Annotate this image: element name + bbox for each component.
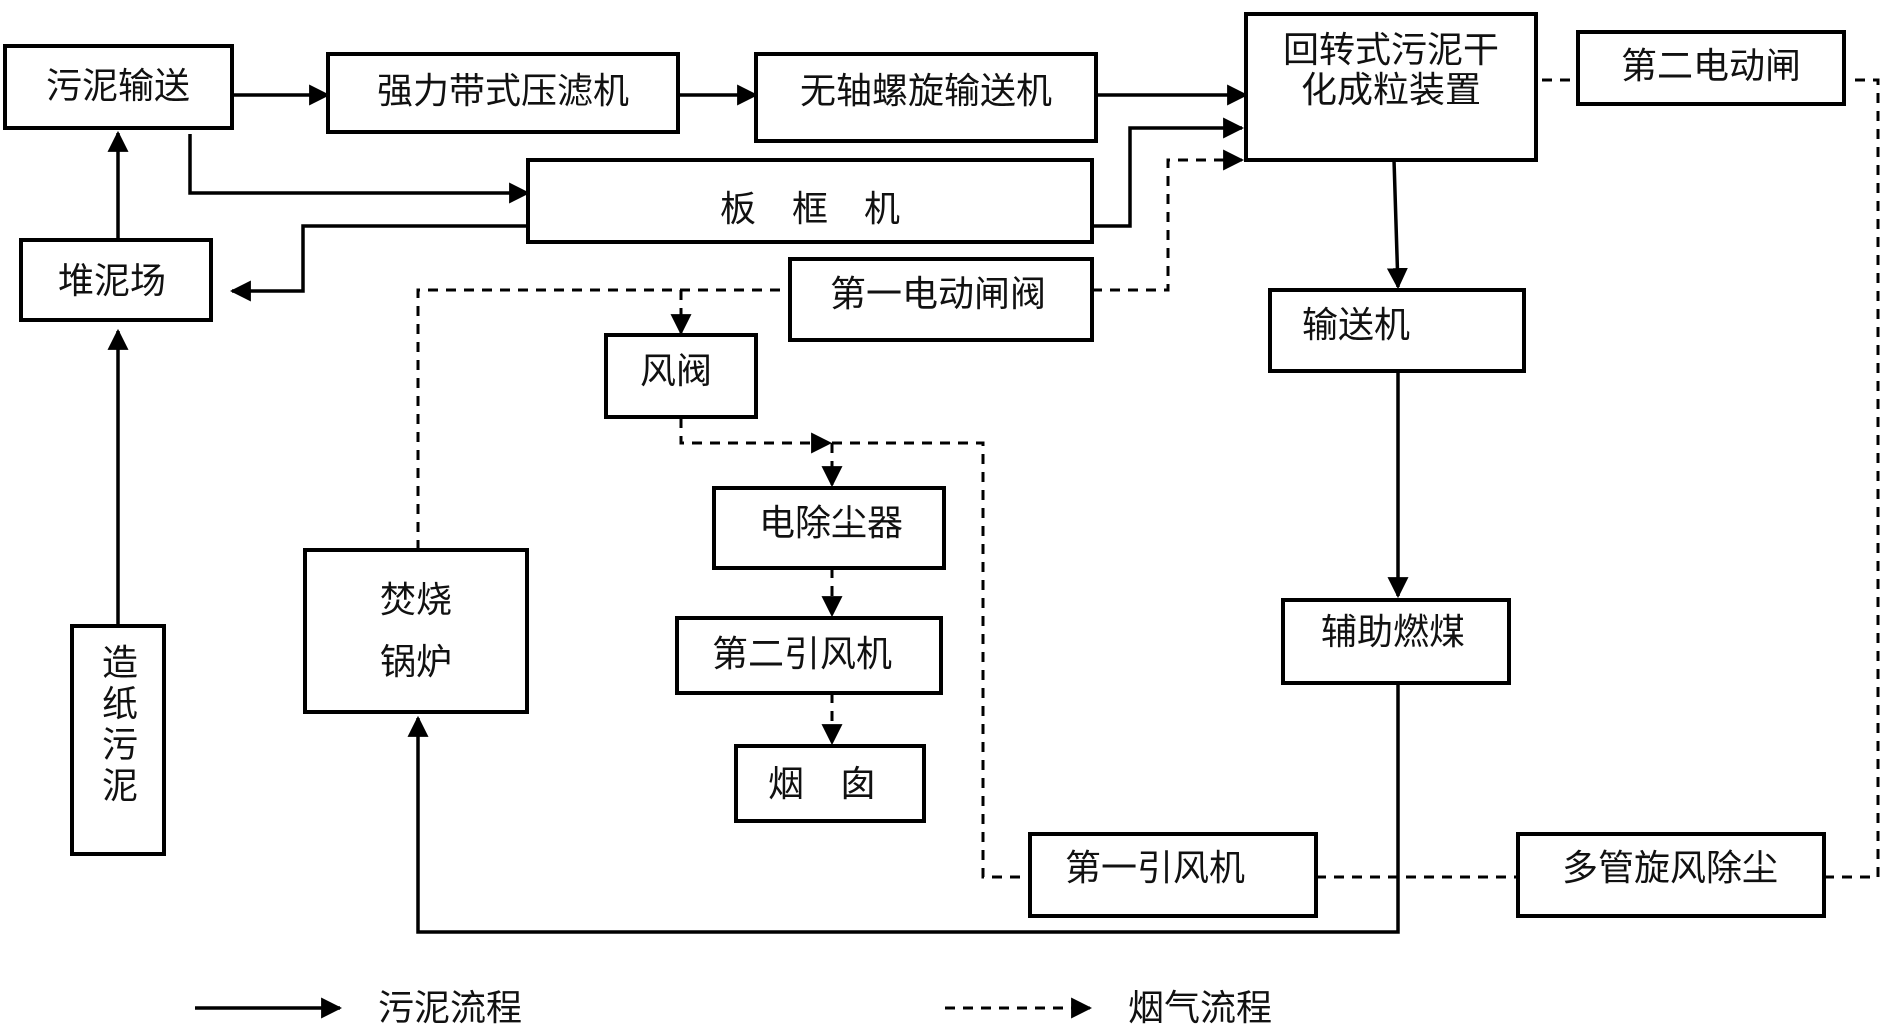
edge-transport-to-plateframe [188,134,531,204]
node-conveyor: 输送机 [1268,288,1526,373]
node-chimney: 烟 囱 [734,744,926,823]
legend: 污泥流程 烟气流程 [195,988,1272,1028]
node-rotary-dryer-label-1: 回转式污泥干 [1283,30,1499,71]
node-incinerator-label-1: 焚烧 [380,580,452,621]
node-plate-frame-label: 板 框 机 [720,189,900,230]
node-conveyor-label: 输送机 [1302,305,1410,346]
legend-flue-gas-flow-label: 烟气流程 [1128,988,1272,1028]
node-second-electric-gate-label: 第二电动闸 [1621,46,1801,87]
node-aux-coal: 辅助燃煤 [1281,598,1511,685]
node-plate-frame: 板 框 机 [526,158,1094,244]
edge-incinerator-to-valve [416,288,790,550]
node-belt-filter-press-label: 强力带式压滤机 [377,71,629,112]
node-belt-filter-press: 强力带式压滤机 [326,52,680,134]
node-sludge-yard: 堆泥场 [19,238,213,322]
node-paper-sludge: 造 纸 污 泥 [70,624,166,856]
node-first-electric-gate-valve-label: 第一电动闸阀 [830,274,1046,315]
node-paper-sludge-char-3: 污 [102,725,138,766]
legend-sludge-flow-label: 污泥流程 [378,988,522,1028]
node-first-electric-gate-valve: 第一电动闸阀 [788,257,1094,342]
edge-air-valve-to-esp [679,418,833,454]
node-shaftless-screw-conveyor: 无轴螺旋输送机 [754,52,1098,143]
node-esp: 电除尘器 [712,486,946,570]
node-second-id-fan-label: 第二引风机 [712,634,892,675]
node-sludge-transport: 污泥输送 [3,44,234,130]
node-paper-sludge-char-4: 泥 [102,766,138,807]
node-sludge-transport-label: 污泥输送 [46,66,190,107]
node-paper-sludge-char-1: 造 [102,643,138,684]
node-shaftless-screw-conveyor-label: 无轴螺旋输送机 [800,71,1052,112]
edge-plateframe-to-yard [229,224,528,302]
node-second-electric-gate: 第二电动闸 [1576,30,1846,106]
node-first-id-fan-label: 第一引风机 [1065,848,1245,889]
sludge-flow-lines [107,84,1409,934]
node-esp-label: 电除尘器 [759,503,903,544]
node-multi-cyclone-label: 多管旋风除尘 [1562,848,1778,889]
node-rotary-dryer: 回转式污泥干 化成粒装置 [1244,12,1538,162]
node-air-valve-label: 风阀 [640,351,712,392]
node-air-valve: 风阀 [604,333,758,419]
node-incinerator-label-2: 锅炉 [380,642,452,683]
edge-dryer-to-conveyor [1386,159,1408,290]
node-sludge-yard-label: 堆泥场 [58,261,166,302]
node-first-id-fan: 第一引风机 [1028,832,1318,918]
node-aux-coal-label: 辅助燃煤 [1321,612,1465,653]
node-rotary-dryer-label-2: 化成粒装置 [1301,70,1481,111]
node-second-id-fan: 第二引风机 [675,616,943,695]
node-incinerator: 焚烧 锅炉 [303,548,529,714]
edge-gate-valve-to-dryer [1092,149,1245,292]
node-chimney-label: 烟 囱 [768,764,876,805]
node-multi-cyclone: 多管旋风除尘 [1516,832,1826,918]
edge-idfan1-to-esp [832,441,1030,879]
edge-coal-to-incinerator [407,683,1400,934]
edge-plateframe-to-dryer [1092,117,1245,228]
node-paper-sludge-char-2: 纸 [102,684,138,725]
edge-gate2-to-cyclone [1824,78,1880,879]
flue-gas-lines [416,78,1880,879]
